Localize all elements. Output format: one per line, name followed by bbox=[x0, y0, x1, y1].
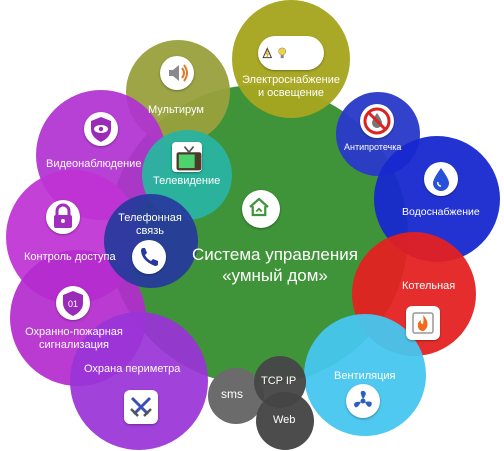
power-label-line1: Электроснабжение bbox=[242, 74, 340, 86]
speaker-icon bbox=[160, 56, 194, 90]
padlock-icon bbox=[46, 200, 80, 234]
fire-alarm-label-line2: сигнализация bbox=[39, 338, 109, 351]
cctv-label: Видеонаблюдение bbox=[46, 158, 142, 170]
web-circle bbox=[256, 392, 314, 450]
fire-icon bbox=[406, 306, 440, 340]
fire-alarm-label-line1: Охранно-пожарная bbox=[25, 326, 123, 338]
boiler-label: Котельная bbox=[402, 280, 456, 292]
web-label: Web bbox=[273, 414, 296, 426]
antileak-label: Антипротечка bbox=[344, 142, 402, 152]
power-label-line2: и освещение bbox=[257, 86, 325, 99]
no-water-icon bbox=[360, 104, 394, 138]
power-label: Электроснабжение и освещение bbox=[238, 74, 344, 99]
tv-label: Телевидение bbox=[153, 175, 221, 187]
center-title-line2: «умный дом» bbox=[222, 266, 328, 286]
fire-alarm-label: Охранно-пожарная сигнализация bbox=[14, 326, 134, 351]
crossed-swords-icon bbox=[124, 390, 158, 424]
perimeter-circle bbox=[70, 312, 208, 450]
tv-icon bbox=[172, 142, 202, 172]
center-title-line1: Система управления bbox=[192, 245, 358, 264]
multiroom-label: Мультирум bbox=[148, 104, 204, 116]
center-title: Система управления «умный дом» bbox=[170, 244, 380, 287]
eye-shield-icon bbox=[84, 112, 118, 146]
perimeter-label: Охрана периметра bbox=[84, 363, 181, 375]
sms-label: sms bbox=[221, 387, 243, 401]
phone-label: Телефонная связь bbox=[110, 212, 190, 237]
tcpip-label: TCP IP bbox=[261, 375, 297, 387]
power-and-bulb-icon bbox=[258, 36, 324, 70]
phone-icon bbox=[132, 240, 166, 274]
svg-text:01: 01 bbox=[68, 299, 78, 309]
water-drop-icon bbox=[424, 162, 458, 196]
smart-house-icon bbox=[242, 190, 280, 228]
access-label: Контроль доступа bbox=[24, 251, 116, 263]
shield-01-icon: 01 bbox=[56, 286, 90, 320]
phone-label-line1: Телефонная bbox=[118, 212, 182, 224]
fan-icon bbox=[346, 384, 380, 418]
phone-label-line2: связь bbox=[136, 224, 164, 237]
water-label: Водоснабжение bbox=[402, 206, 480, 218]
ventilation-label: Вентиляция bbox=[334, 370, 396, 382]
